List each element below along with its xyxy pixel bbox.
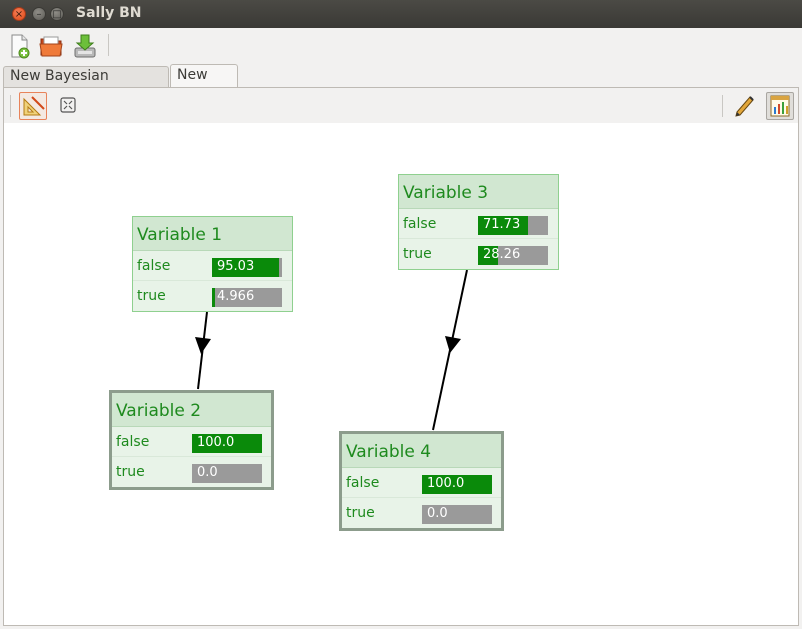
probability-value: 100.0 (197, 435, 235, 450)
node-title: Variable 2 (112, 393, 271, 427)
close-window-icon[interactable]: × (12, 7, 26, 21)
probability-bar-fill (422, 475, 492, 494)
probability-value: 28.26 (483, 247, 521, 262)
probability-bar: 71.73 (478, 216, 548, 235)
state-row: false 95.03 (133, 251, 292, 281)
state-label: false (346, 475, 380, 491)
new-file-icon[interactable] (6, 33, 32, 59)
tab-new-bayesian-network[interactable]: New Bayesian Network (3, 66, 169, 103)
probability-value: 100.0 (427, 476, 465, 491)
window-title: Sally BN (76, 5, 142, 21)
state-row: false 100.0 (112, 427, 271, 457)
node-variable-1[interactable]: Variable 1 false 95.03 true 4.966 (132, 216, 293, 312)
main-toolbar (0, 28, 802, 64)
state-label: true (346, 505, 375, 521)
node-title: Variable 1 (133, 217, 292, 251)
probability-bar: 0.0 (192, 464, 262, 483)
probability-bar: 4.966 (212, 288, 282, 307)
node-draw-tool-button[interactable] (19, 92, 47, 120)
tab-new-bn[interactable]: New BN (170, 64, 238, 104)
probability-bar: 0.0 (422, 505, 492, 524)
probability-table-icon (770, 95, 790, 117)
title-bar: × – □ Sally BN (0, 0, 802, 28)
state-label: true (403, 246, 432, 262)
node-variable-4[interactable]: Variable 4 false 100.0 true 0.0 (339, 431, 504, 531)
probability-bar-fill (478, 216, 529, 235)
maximize-window-icon[interactable]: □ (50, 7, 64, 21)
document-tabs: New Bayesian Network New BN (0, 64, 802, 104)
pencil-edit-button[interactable] (731, 92, 759, 120)
node-draw-tool-icon (23, 96, 45, 116)
editor-toolbar-separator (722, 95, 723, 117)
pencil-edit-icon (735, 96, 754, 117)
node-variable-3[interactable]: Variable 3 false 71.73 true 28.26 (398, 174, 559, 270)
editor-toolbar-separator (10, 95, 11, 117)
probability-value: 4.966 (217, 289, 255, 304)
probability-value: 0.0 (427, 506, 448, 521)
edge-layer (195, 269, 468, 431)
probability-bar-fill (212, 288, 216, 307)
probability-value: 0.0 (197, 465, 218, 480)
probability-bar: 100.0 (422, 475, 492, 494)
probability-bar: 95.03 (212, 258, 282, 277)
minimize-window-icon[interactable]: – (32, 7, 46, 21)
toolbar-separator (108, 34, 109, 56)
state-label: true (116, 464, 145, 480)
probability-bar-fill (212, 258, 279, 277)
edge-variable-3-to-variable-4[interactable] (432, 269, 468, 431)
node-title: Variable 3 (399, 175, 558, 209)
state-label: true (137, 288, 166, 304)
fit-view-icon (60, 97, 76, 113)
state-row: true 0.0 (112, 457, 271, 487)
state-row: false 100.0 (342, 468, 501, 498)
state-row: true 28.26 (399, 239, 558, 269)
save-download-icon[interactable] (72, 33, 98, 59)
state-label: false (116, 434, 150, 450)
state-label: false (403, 216, 437, 232)
node-title: Variable 4 (342, 434, 501, 468)
network-canvas[interactable]: Variable 1 false 95.03 true 4.966 (4, 123, 798, 625)
probability-bar-fill (192, 434, 262, 453)
probability-bar-fill (478, 246, 498, 265)
state-label: false (137, 258, 171, 274)
probability-value: 95.03 (217, 259, 255, 274)
fit-view-button[interactable] (55, 92, 83, 120)
state-row: true 4.966 (133, 281, 292, 311)
node-variable-2[interactable]: Variable 2 false 100.0 true 0.0 (109, 390, 274, 490)
state-row: true 0.0 (342, 498, 501, 528)
network-editor: Variable 1 false 95.03 true 4.966 (3, 87, 799, 626)
editor-toolbar (4, 88, 798, 123)
state-row: false 71.73 (399, 209, 558, 239)
probability-value: 71.73 (483, 217, 521, 232)
open-folder-icon[interactable] (38, 33, 64, 59)
edge-variable-1-to-variable-2[interactable] (195, 311, 211, 390)
probability-bar: 100.0 (192, 434, 262, 453)
probability-bar: 28.26 (478, 246, 548, 265)
probability-table-button[interactable] (766, 92, 794, 120)
